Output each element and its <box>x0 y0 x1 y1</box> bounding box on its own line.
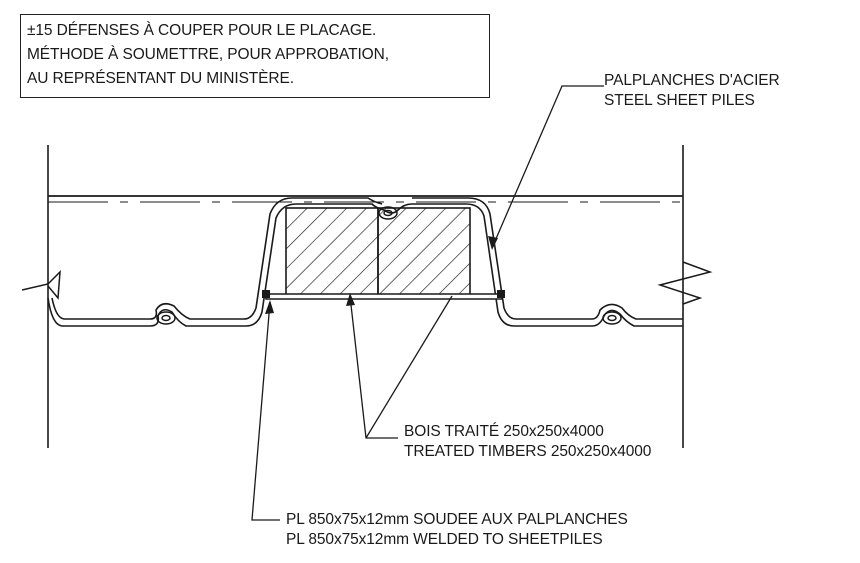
label-plate-fr: PL 850x75x12mm SOUDEE AUX PALPLANCHES <box>286 511 628 528</box>
label-treated-timbers: BOIS TRAITÉ 250x250x4000 TREATED TIMBERS… <box>404 422 651 462</box>
interlock-right-icon <box>602 311 622 325</box>
leader-lines <box>251 85 604 521</box>
label-timbers-en: TREATED TIMBERS 250x250x4000 <box>404 443 652 460</box>
label-steel-plate: PL 850x75x12mm SOUDEE AUX PALPLANCHES PL… <box>286 510 628 550</box>
timber-left <box>285 207 379 297</box>
timber-right <box>377 207 471 297</box>
weld-marks <box>262 290 505 298</box>
interlock-left-icon <box>156 311 176 325</box>
leader-arrowheads <box>265 236 498 314</box>
note-line-3: AU REPRÉSENTANT DU MINISTÈRE. <box>27 70 294 87</box>
label-plate-en: PL 850x75x12mm WELDED TO SHEETPILES <box>286 531 603 548</box>
label-sheet-piles: PALPLANCHES D'ACIER STEEL SHEET PILES <box>604 71 780 111</box>
label-sheet-piles-fr: PALPLANCHES D'ACIER <box>604 72 780 89</box>
label-timbers-fr: BOIS TRAITÉ 250x250x4000 <box>404 423 604 440</box>
left-break-symbol <box>21 270 61 300</box>
construction-note: ±15 DÉFENSES À COUPER POUR LE PLACAGE. M… <box>20 14 490 98</box>
right-break-symbol <box>657 261 713 305</box>
note-line-1: ±15 DÉFENSES À COUPER POUR LE PLACAGE. <box>27 22 377 39</box>
steel-plate <box>265 293 503 300</box>
label-sheet-piles-en: STEEL SHEET PILES <box>604 92 755 109</box>
note-line-2: MÉTHODE À SOUMETTRE, POUR APPROBATION, <box>27 46 389 63</box>
